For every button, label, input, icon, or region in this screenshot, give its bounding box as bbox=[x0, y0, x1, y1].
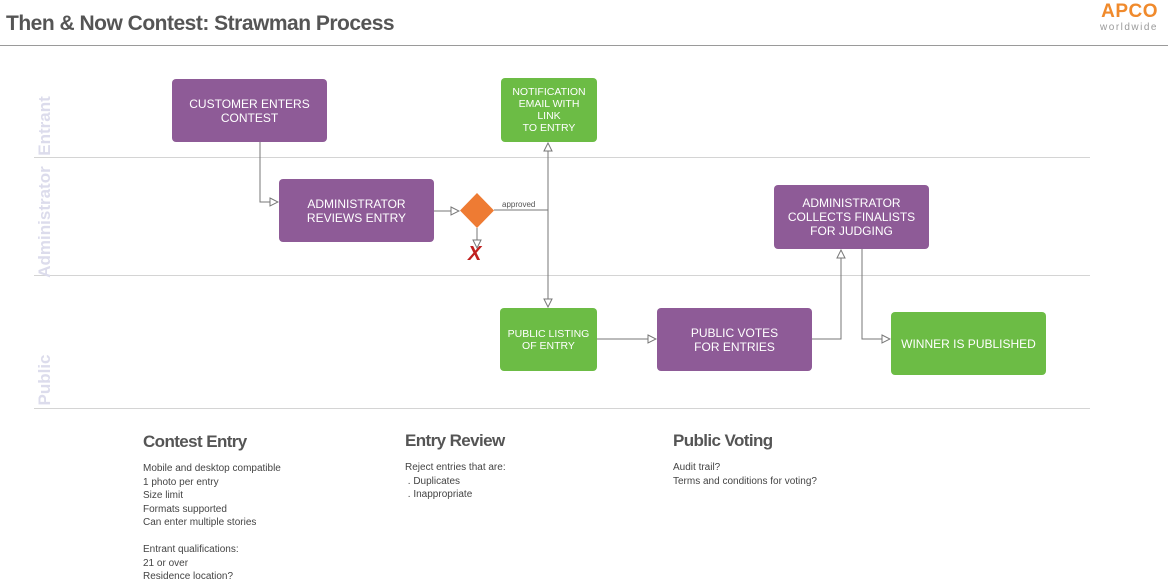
section-line: Entrant qualifications: bbox=[143, 544, 239, 555]
node-public-listing: PUBLIC LISTING OF ENTRY bbox=[500, 308, 597, 371]
node-winner-published: WINNER IS PUBLISHED bbox=[891, 312, 1046, 375]
section-title: Public Voting bbox=[673, 431, 773, 450]
lane-divider-administrator bbox=[34, 275, 1090, 276]
connector-customer-to-review bbox=[259, 142, 278, 202]
section-line: 21 or over bbox=[143, 557, 189, 569]
section-line: Audit trail? bbox=[673, 462, 721, 473]
section-title: Contest Entry bbox=[143, 432, 247, 451]
section-line: Can enter multiple stories bbox=[143, 517, 257, 528]
node-administrator-reviews-entry: ADMINISTRATOR REVIEWS ENTRY bbox=[279, 179, 434, 242]
title-divider bbox=[0, 45, 1168, 46]
section-contest-entry: Contest Entry Mobile and desktop compati… bbox=[143, 432, 281, 584]
node-customer-enters-contest: CUSTOMER ENTERS CONTEST bbox=[172, 79, 327, 142]
section-line: . Inappropriate bbox=[405, 489, 473, 500]
apco-logo: APCO worldwide bbox=[1100, 2, 1158, 34]
section-line: Reject entries that are: bbox=[405, 462, 506, 473]
node-public-votes: PUBLIC VOTES FOR ENTRIES bbox=[657, 308, 812, 371]
connector-votes-to-collect bbox=[812, 250, 841, 340]
section-entry-review: Entry Review Reject entries that are: . … bbox=[405, 431, 506, 502]
section-line: . Duplicates bbox=[405, 475, 461, 487]
node-notification-email: NOTIFICATION EMAIL WITH LINK TO ENTRY bbox=[501, 78, 597, 142]
lane-divider-entrant bbox=[34, 157, 1090, 158]
page-title: Then & Now Contest: Strawman Process bbox=[6, 12, 395, 35]
section-line: Mobile and desktop compatible bbox=[143, 463, 281, 474]
reject-mark: X bbox=[468, 243, 482, 265]
section-line: Residence location? bbox=[143, 571, 234, 582]
approved-label: approved bbox=[502, 200, 536, 209]
decision-diamond bbox=[460, 193, 494, 228]
section-line: Terms and conditions for voting? bbox=[673, 475, 817, 487]
logo-tagline: worldwide bbox=[1100, 22, 1158, 33]
logo-wordmark: APCO bbox=[1101, 1, 1158, 22]
section-line bbox=[143, 530, 281, 544]
section-public-voting: Public Voting Audit trail? Terms and con… bbox=[673, 431, 817, 488]
connector-collect-to-winner bbox=[861, 249, 890, 339]
lane-divider-public bbox=[34, 408, 1090, 409]
section-title: Entry Review bbox=[405, 431, 505, 450]
section-line: Formats supported bbox=[143, 503, 227, 515]
node-administrator-collects-finalists: ADMINISTRATOR COLLECTS FINALISTS FOR JUD… bbox=[774, 185, 929, 249]
section-line: Size limit bbox=[143, 490, 184, 501]
section-line: 1 photo per entry bbox=[143, 476, 219, 488]
